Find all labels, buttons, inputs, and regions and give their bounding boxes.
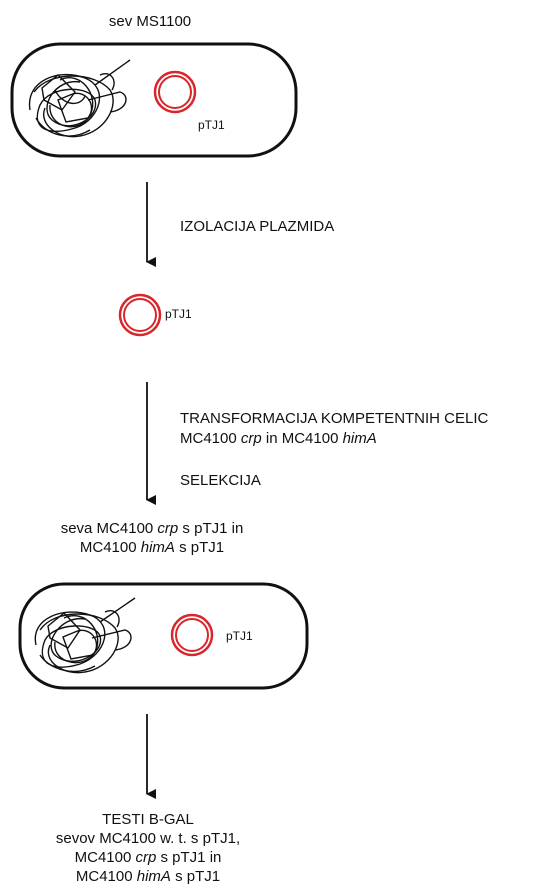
final-line-2: sevov MC4100 w. t. s pTJ1,: [56, 830, 240, 847]
isolated-plasmid: pTJ1: [118, 293, 192, 337]
plasmid-ring-inner: [175, 618, 209, 652]
step-transformation-strains: MC4100 crp in MC4100 himA: [180, 430, 377, 447]
bacterial-cell-bottom: pTJ1: [18, 582, 309, 690]
plasmid-label: pTJ1: [198, 118, 225, 132]
result-line-1: seva MC4100 crp s pTJ1 in: [61, 520, 244, 537]
final-line-3: MC4100 crp s pTJ1 in: [75, 849, 222, 866]
chromosome-tangle: [28, 59, 131, 138]
final-test-title: TESTI B-GAL: [102, 811, 194, 828]
step-selection-label: SELEKCIJA: [180, 472, 261, 489]
final-line-4: MC4100 himA s pTJ1: [76, 868, 220, 885]
plasmid-ring-inner: [123, 298, 157, 332]
plasmid-ring-outer: [153, 70, 197, 114]
plasmid-label: pTJ1: [226, 629, 253, 643]
chromosome-tangle: [34, 597, 136, 674]
step-transformation-label: TRANSFORMACIJA KOMPETENTNIH CELIC: [180, 410, 489, 427]
step-isolation-label: IZOLACIJA PLAZMIDA: [180, 218, 334, 235]
plasmid-ring-outer: [118, 293, 162, 337]
plasmid-ring-inner: [158, 75, 192, 109]
cell-membrane: [10, 42, 298, 158]
plasmid-ring-outer: [170, 613, 214, 657]
bacterial-cell-top: pTJ1: [10, 42, 298, 158]
plasmid-label: pTJ1: [165, 307, 192, 321]
cell-membrane: [18, 582, 309, 690]
strain-label-ms1100: sev MS1100: [109, 13, 191, 30]
result-line-2: MC4100 himA s pTJ1: [80, 539, 224, 556]
